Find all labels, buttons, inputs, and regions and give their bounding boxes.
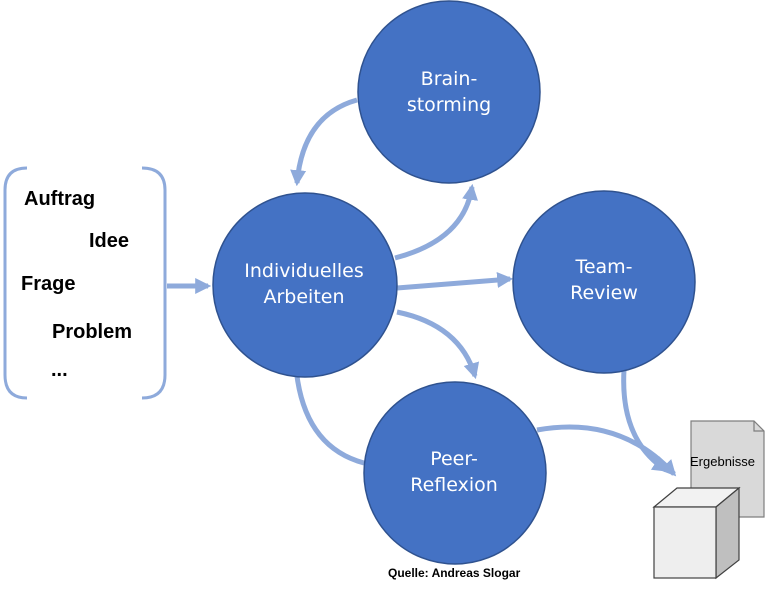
node-label-brainstorming-line1: Brain- bbox=[420, 68, 478, 90]
arrow-individuell-to-team-review bbox=[396, 272, 514, 291]
node-label-individuell-line1: Individuelles bbox=[244, 260, 364, 282]
input-item-auftrag: Auftrag bbox=[24, 188, 96, 210]
node-team-review bbox=[512, 190, 696, 374]
source-credit: Quelle: Andreas Slogar bbox=[388, 566, 521, 580]
input-item-idee: Idee bbox=[89, 230, 130, 252]
node-label-brainstorming: Brain- storming bbox=[407, 66, 491, 118]
node-label-peer-reflexion-line1: Peer- bbox=[430, 448, 478, 470]
node-label-individuell-line2: Arbeiten bbox=[263, 286, 345, 308]
node-brainstorming bbox=[357, 0, 541, 184]
arrow-brainstorming-to-individuell bbox=[290, 97, 358, 187]
arrow-individuell-to-peer-reflexion bbox=[396, 309, 480, 380]
node-peer-reflexion bbox=[363, 381, 547, 565]
output-label: Ergebnisse bbox=[690, 454, 756, 469]
node-label-peer-reflexion-line2: Reflexion bbox=[410, 474, 498, 496]
input-item-ellipsis: ... bbox=[51, 359, 68, 381]
input-item-frage: Frage bbox=[21, 273, 76, 295]
arrow-peer-reflexion-to-output bbox=[536, 424, 677, 477]
input-bracket-right bbox=[141, 166, 167, 400]
input-bracket-left bbox=[3, 166, 28, 400]
node-label-brainstorming-line2: storming bbox=[406, 94, 492, 116]
cube-icon bbox=[652, 486, 741, 580]
node-label-individuell: Individuelles Arbeiten bbox=[244, 258, 363, 310]
node-label-team-review-line2: Review bbox=[570, 282, 638, 304]
arrow-team-review-to-output bbox=[621, 369, 669, 473]
node-label-peer-reflexion: Peer- Reflexion bbox=[410, 446, 498, 498]
node-label-team-review: Team- Review bbox=[570, 254, 638, 306]
input-item-problem: Problem bbox=[52, 321, 133, 343]
node-individuell bbox=[212, 192, 398, 378]
node-label-team-review-line1: Team- bbox=[575, 256, 633, 278]
arrow-individuell-to-brainstorming bbox=[394, 183, 478, 261]
